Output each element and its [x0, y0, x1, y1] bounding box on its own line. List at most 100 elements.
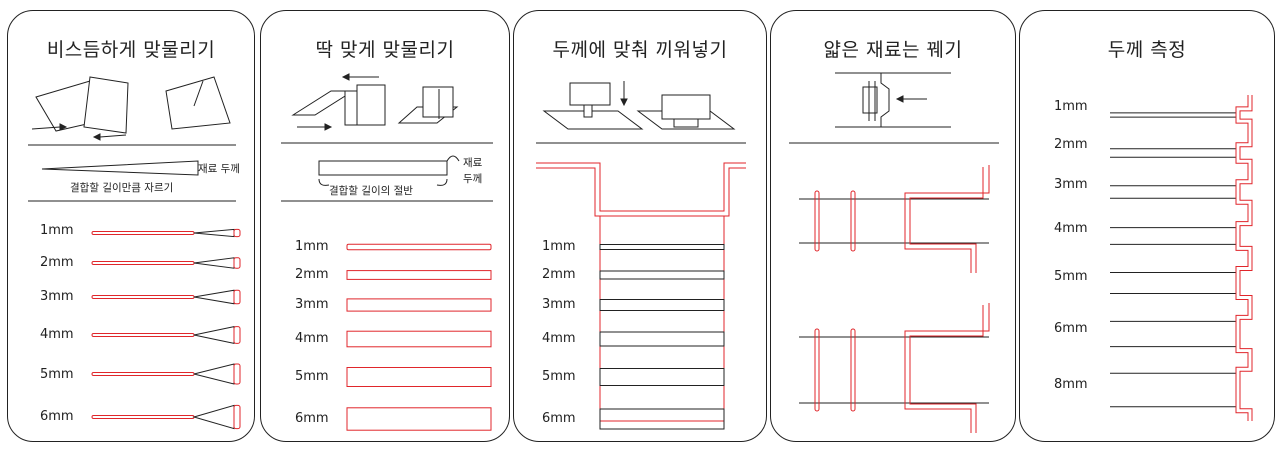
arrow-icon: [620, 81, 628, 107]
sheet-illustration: [835, 72, 951, 128]
slot-cut: [346, 367, 492, 387]
end-cut: [233, 228, 241, 238]
sheet-illustration: [291, 84, 459, 126]
size-label: 1mm: [40, 223, 74, 238]
slot-cut: [346, 298, 492, 312]
card-thin-threading: 얇은 재료는 꿰기: [770, 10, 1016, 442]
sheet-illustration: [542, 82, 736, 130]
wedge-cut: [193, 325, 235, 345]
card-title: 비스듬하게 맞물리기: [46, 39, 216, 61]
slit-cut: [91, 372, 195, 376]
size-label: 2mm: [295, 267, 329, 282]
arrow-icon: [436, 178, 448, 186]
wedge-cut: [193, 289, 235, 305]
size-label: 6mm: [542, 411, 576, 426]
thread-slit: [814, 190, 820, 252]
size-label: 6mm: [40, 409, 74, 424]
end-cut: [233, 326, 241, 344]
size-label: 3mm: [542, 297, 576, 312]
card-thickness-slot: 두께에 맞춰 끼워넣기 1mm 2mm 3mm 4mm 5mm 6mm: [513, 10, 767, 442]
thread-slit: [850, 190, 856, 252]
note-half-length: 결합할 길이의 절반: [329, 185, 413, 197]
size-label: 3mm: [1054, 177, 1088, 192]
size-label: 5mm: [40, 367, 74, 382]
thickness-gauge-diagram: [1110, 95, 1253, 421]
sheet-illustration: [35, 76, 231, 134]
thread-slit: [850, 328, 856, 412]
size-label: 1mm: [1054, 99, 1088, 114]
size-label: 5mm: [542, 369, 576, 384]
gauge-notch-outline: [1239, 95, 1253, 421]
channel-outline: [536, 162, 746, 212]
size-label: 2mm: [542, 267, 576, 282]
size-label: 8mm: [1054, 377, 1088, 392]
slot-cut: [346, 270, 492, 280]
card-thickness-gauge: 두께 측정 1mm 2mm 3mm 4mm 5mm 6mm 8mm: [1019, 10, 1275, 442]
card-angled-interlock: 비스듬하게 맞물리기 재료 두께 결합할 길이만큼 자르기 1mm 2mm 3m…: [7, 10, 255, 442]
slot-cut: [599, 244, 725, 250]
end-cut: [233, 404, 241, 430]
slot-cut: [599, 270, 725, 280]
wedge-cut: [193, 257, 235, 269]
size-label: 3mm: [40, 289, 74, 304]
arrow-icon: [446, 155, 460, 162]
frame-outline: [904, 303, 990, 433]
note-thickness: 재료 두께: [198, 163, 240, 175]
arrow-icon: [895, 95, 927, 103]
end-cut: [233, 289, 241, 305]
size-label: 5mm: [295, 369, 329, 384]
arrow-icon: [297, 73, 379, 131]
strip-illustration: [318, 160, 448, 176]
size-label: 4mm: [542, 331, 576, 346]
size-label: 1mm: [295, 239, 329, 254]
slot-cut: [599, 408, 725, 430]
note-thickness: 두께: [463, 173, 483, 185]
card-flush-interlock: 딱 맞게 맞물리기 결합할 길이의 절반 재료 두께 1mm 2mm 3mm 4…: [260, 10, 510, 442]
size-label: 5mm: [1054, 269, 1088, 284]
arrow-icon: [31, 123, 127, 141]
slot-column: [599, 215, 725, 422]
slit-cut: [91, 295, 195, 299]
size-label: 3mm: [295, 297, 329, 312]
note-cut-length: 결합할 길이만큼 자르기: [70, 182, 174, 194]
thin-threading-diagram: [789, 72, 999, 433]
channel-outline: [536, 167, 746, 217]
size-label: 4mm: [1054, 221, 1088, 236]
slot-cut: [346, 407, 492, 431]
end-cut: [233, 257, 241, 269]
card-title: 딱 맞게 맞물리기: [315, 39, 455, 61]
flush-interlock-diagram: [281, 73, 493, 431]
thread-slit: [814, 328, 820, 412]
slit-cut: [91, 261, 195, 265]
wedge-cut: [193, 228, 235, 238]
angled-interlock-diagram: [28, 76, 241, 430]
arrow-icon: [318, 178, 330, 186]
slot-cut: [346, 243, 492, 251]
slot-cut: [599, 299, 725, 311]
thickness-slot-diagram: [536, 81, 746, 430]
slot-cut: [599, 331, 725, 347]
slit-cut: [91, 333, 195, 337]
slit-cut: [91, 415, 195, 419]
slit-cut: [91, 231, 195, 235]
size-label: 2mm: [40, 255, 74, 270]
card-title: 두께에 맞춰 끼워넣기: [552, 39, 728, 61]
size-label: 2mm: [1054, 137, 1088, 152]
wedge-cut: [193, 363, 235, 385]
size-label: 4mm: [40, 327, 74, 342]
frame-outline: [909, 167, 984, 273]
frame-outline: [904, 165, 990, 273]
size-label: 4mm: [295, 331, 329, 346]
end-cut: [233, 363, 241, 385]
wedge-cut: [192, 404, 235, 430]
wedge-illustration: [41, 160, 199, 176]
card-title: 얇은 재료는 꿰기: [823, 39, 963, 61]
size-label: 6mm: [1054, 321, 1088, 336]
gauge-notch-outline: [1235, 95, 1249, 421]
slot-cut: [346, 330, 492, 348]
card-title: 두께 측정: [1107, 39, 1187, 61]
frame-outline: [909, 305, 984, 433]
slot-cut: [599, 368, 725, 386]
size-label: 6mm: [295, 411, 329, 426]
note-thickness: 재료: [463, 157, 483, 169]
